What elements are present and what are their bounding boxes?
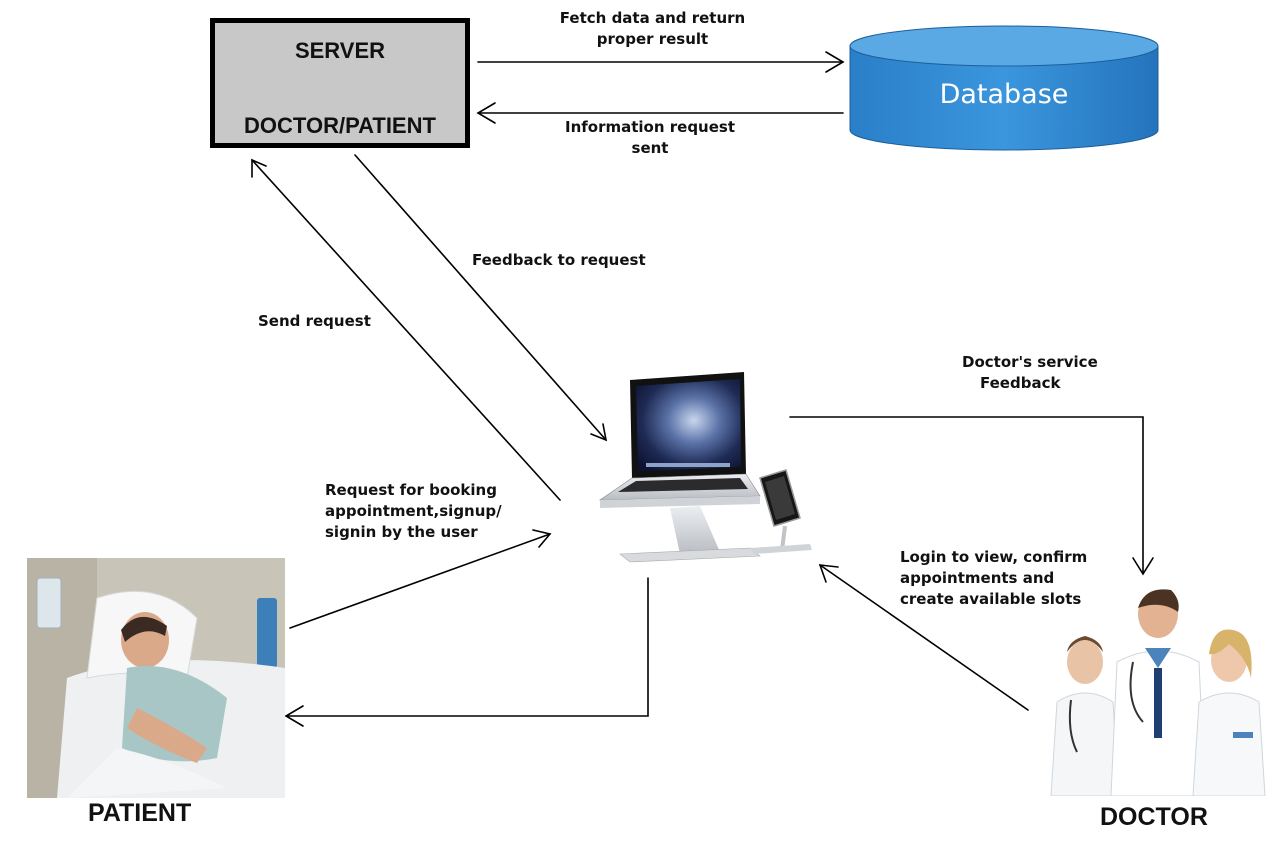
edge-label-line: Fetch data and return: [559, 9, 746, 27]
server-node: SERVER DOCTOR/PATIENT: [210, 18, 470, 148]
edge-label-line: Request for booking: [325, 481, 497, 499]
server-title: SERVER: [294, 38, 386, 63]
server-subtitle: DOCTOR/PATIENT: [244, 113, 436, 138]
edge-label-doctor-service-feedback: Doctor's service Feedback: [962, 352, 1098, 394]
edge-label-line: appointment,signup/: [325, 502, 502, 520]
edge-label-info-request: Information request sent: [550, 117, 750, 159]
edge-label-line: Login to view, confirm: [900, 548, 1088, 566]
arrow-laptop-to-doctor: [789, 416, 1154, 576]
edge-label-line: Information request: [564, 118, 736, 136]
database-node: [849, 25, 1159, 151]
arrow-server-to-laptop: [354, 154, 608, 442]
edge-label-line: proper result: [596, 30, 709, 48]
arrow-database-to-server: [476, 102, 844, 124]
arrow-doctor-to-laptop: [818, 564, 1029, 711]
laptop-device-image: [598, 372, 812, 563]
edge-label-doctor-login: Login to view, confirm appointments and …: [900, 547, 1087, 610]
doctors-image: [1050, 589, 1266, 796]
arrow-laptop-to-server: [251, 158, 561, 501]
arrow-server-to-database: [477, 51, 845, 73]
patient-caption: PATIENT: [88, 799, 192, 827]
arrow-laptop-to-patient: [284, 577, 649, 727]
edge-label-feedback-to-request: Feedback to request: [472, 251, 646, 269]
patient-image: [27, 558, 285, 798]
edge-label-line: Feedback: [980, 374, 1061, 392]
database-label: Database: [939, 79, 1069, 110]
edge-label-line: Doctor's service: [962, 353, 1098, 371]
edge-label-line: appointments and: [900, 569, 1055, 587]
edge-label-send-request: Send request: [258, 312, 371, 330]
edge-label-line: sent: [631, 139, 669, 157]
edge-label-fetch-data: Fetch data and return proper result: [550, 8, 755, 50]
doctor-caption: DOCTOR: [1100, 803, 1208, 831]
arrow-patient-to-laptop: [289, 529, 552, 629]
edge-label-line: create available slots: [900, 590, 1082, 608]
edge-label-booking-request: Request for booking appointment,signup/ …: [325, 480, 502, 543]
edge-label-line: signin by the user: [325, 523, 478, 541]
